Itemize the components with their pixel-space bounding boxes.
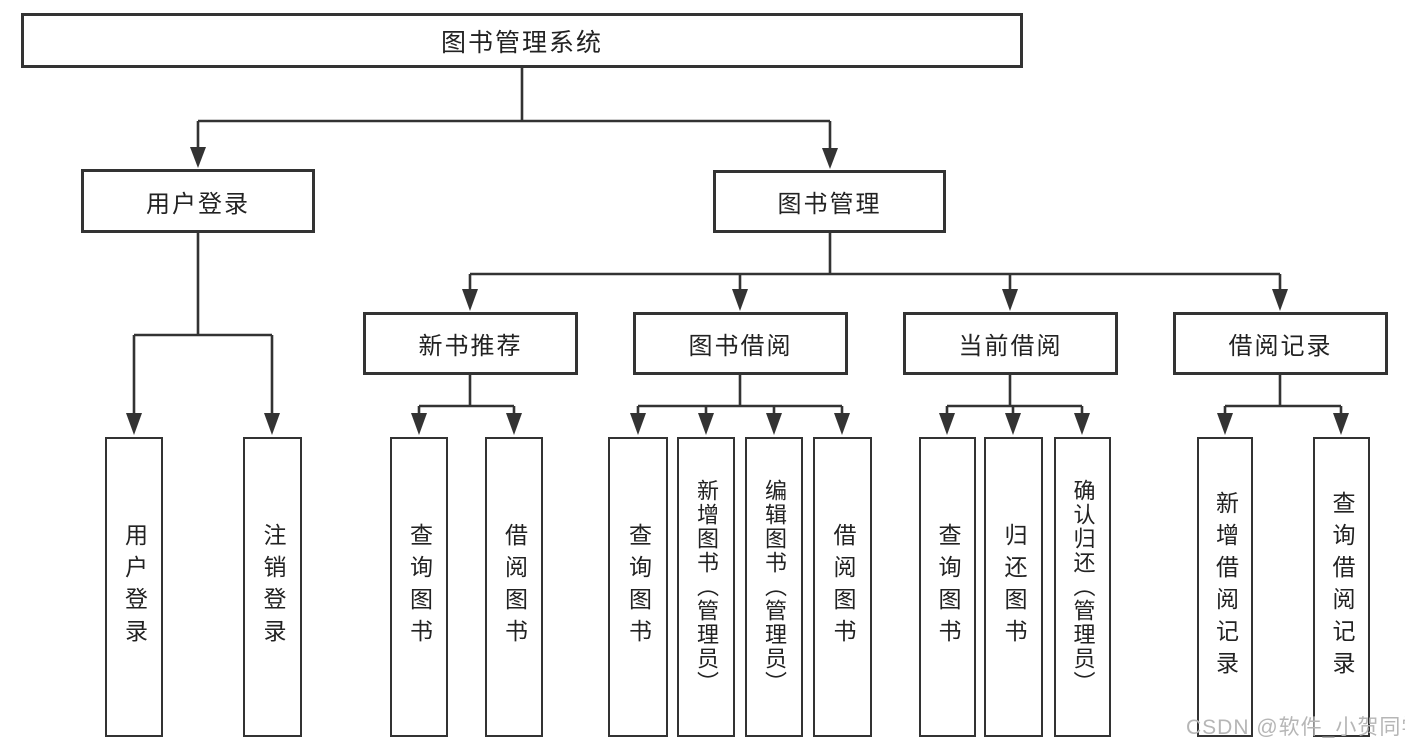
- leaf-label: 查询图书: [406, 523, 433, 651]
- leaf-add-books-admin: 新增图书（管理员）: [677, 437, 735, 737]
- leaf-label: 用户登录: [121, 523, 148, 651]
- node-label: 用户登录: [146, 190, 250, 218]
- connector-root-to-level2: [190, 68, 838, 169]
- leaf-label: 注销登录: [260, 523, 286, 651]
- node-book-borrowing: 图书借阅: [633, 312, 848, 375]
- leaf-return-books: 归还图书: [984, 437, 1043, 737]
- leaf-query-borrowing-record: 查询借阅记录: [1313, 437, 1370, 737]
- leaf-borrow-books: 借阅图书: [813, 437, 872, 737]
- node-label: 图书管理: [777, 191, 882, 218]
- node-borrowing-records: 借阅记录: [1173, 312, 1388, 375]
- arrow-down-icon: [630, 413, 646, 435]
- connector-book-borrowing-children: [630, 375, 850, 435]
- node-label: 当前借阅: [958, 333, 1063, 360]
- arrow-down-icon: [1002, 289, 1018, 311]
- arrow-down-icon: [1217, 413, 1233, 435]
- arrow-down-icon: [698, 413, 714, 435]
- node-current-borrowing: 当前借阅: [903, 312, 1118, 375]
- leaf-label: 编辑图书（管理员）: [762, 479, 787, 695]
- connector-current-borrowing-children: [939, 375, 1090, 435]
- leaf-label: 借阅图书: [501, 523, 528, 651]
- leaf-confirm-return-admin: 确认归还（管理员）: [1054, 437, 1111, 737]
- arrow-down-icon: [264, 413, 280, 435]
- leaf-label: 确认归还（管理员）: [1070, 479, 1096, 695]
- node-label: 借阅记录: [1228, 333, 1333, 360]
- leaf-query-books-recommend: 查询图书: [390, 437, 448, 737]
- node-label: 图书管理系统: [440, 28, 603, 57]
- arrow-down-icon: [732, 289, 748, 311]
- arrow-down-icon: [766, 413, 782, 435]
- leaf-logout: 注销登录: [243, 437, 302, 737]
- arrow-down-icon: [822, 148, 838, 169]
- arrow-down-icon: [126, 413, 142, 435]
- node-library-management-system: 图书管理系统: [21, 13, 1023, 68]
- arrow-down-icon: [834, 413, 850, 435]
- leaf-label: 借阅图书: [830, 523, 856, 651]
- node-user-login: 用户登录: [81, 169, 315, 233]
- leaf-borrow-books-recommend: 借阅图书: [485, 437, 543, 737]
- leaf-user-login: 用户登录: [105, 437, 163, 737]
- leaf-query-books-borrowing: 查询图书: [608, 437, 668, 737]
- node-new-book-recommendation: 新书推荐: [363, 312, 578, 375]
- leaf-label: 查询图书: [625, 523, 652, 651]
- arrow-down-icon: [462, 289, 478, 311]
- arrow-down-icon: [411, 413, 427, 435]
- connector-book-management-to-level3: [462, 233, 1288, 311]
- node-book-management: 图书管理: [713, 170, 946, 233]
- leaf-label: 查询图书: [935, 523, 961, 651]
- arrow-down-icon: [1074, 413, 1090, 435]
- node-label: 新书推荐: [418, 333, 523, 360]
- leaf-label: 新增图书（管理员）: [694, 479, 719, 695]
- arrow-down-icon: [1333, 413, 1349, 435]
- leaf-label: 查询借阅记录: [1329, 491, 1355, 683]
- connector-borrowing-records-children: [1217, 375, 1349, 435]
- arrow-down-icon: [1005, 413, 1021, 435]
- connector-user-login-children: [126, 233, 280, 435]
- leaf-label: 归还图书: [1001, 523, 1027, 651]
- csdn-watermark: CSDN @软件_小贺同学: [1186, 716, 1405, 739]
- arrow-down-icon: [1272, 289, 1288, 311]
- arrow-down-icon: [506, 413, 522, 435]
- node-label: 图书借阅: [688, 333, 793, 360]
- leaf-query-books-current: 查询图书: [919, 437, 976, 737]
- leaf-add-borrowing-record: 新增借阅记录: [1197, 437, 1253, 737]
- leaf-edit-books-admin: 编辑图书（管理员）: [745, 437, 803, 737]
- connector-new-book-recommendation-children: [411, 375, 522, 435]
- leaf-label: 新增借阅记录: [1212, 491, 1239, 683]
- arrow-down-icon: [190, 147, 206, 168]
- arrow-down-icon: [939, 413, 955, 435]
